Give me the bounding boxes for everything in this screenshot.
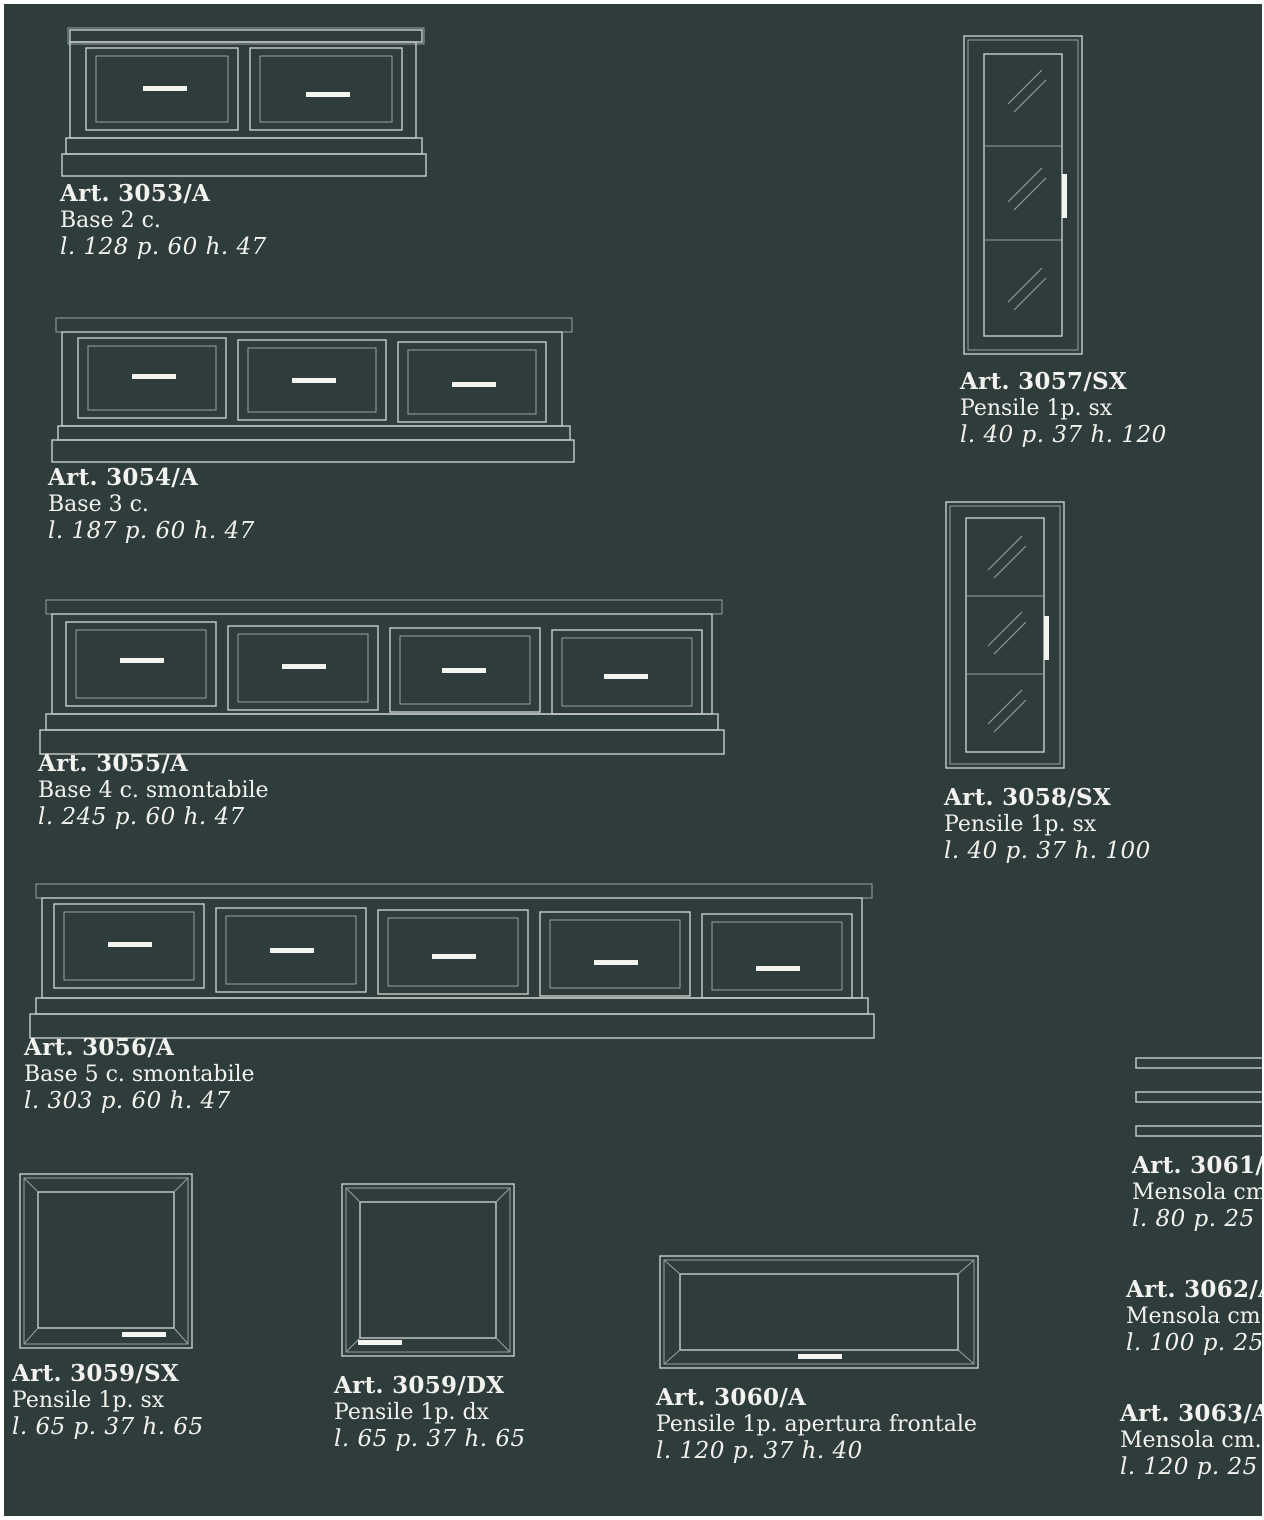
item-dims: l. 120 p. 25 xyxy=(1120,1453,1258,1480)
shelves-drawing xyxy=(1135,1057,1262,1137)
wall-cabinet-3057-drawing xyxy=(963,35,1083,355)
item-3060: Art. 3060/A Pensile 1p. apertura frontal… xyxy=(656,1384,977,1466)
catalog-page: Art. 3053/A Base 2 c. l. 128 p. 60 h. 47… xyxy=(4,4,1262,1516)
item-dims: l. 303 p. 60 h. 47 xyxy=(24,1087,231,1114)
base-2-drawers-drawing xyxy=(61,27,427,177)
item-3063: Art. 3063/A Mensola cm. l. 120 p. 25 xyxy=(1120,1400,1262,1482)
item-code: Art. 3060/A xyxy=(656,1384,807,1411)
item-dims: l. 65 p. 37 h. 65 xyxy=(12,1413,204,1440)
item-code: Art. 3057/SX xyxy=(960,368,1128,395)
item-code: Art. 3059/DX xyxy=(334,1372,505,1399)
wall-cabinet-3059-dx-drawing xyxy=(341,1183,515,1357)
item-dims: l. 128 p. 60 h. 47 xyxy=(60,233,267,260)
item-desc: Pensile 1p. dx xyxy=(334,1399,489,1425)
item-3053: Art. 3053/A Base 2 c. l. 128 p. 60 h. 47 xyxy=(60,180,267,262)
item-desc: Base 3 c. xyxy=(48,491,149,517)
item-code: Art. 3062/A xyxy=(1126,1276,1262,1303)
item-desc: Pensile 1p. sx xyxy=(12,1387,165,1413)
item-dims: l. 80 p. 25 xyxy=(1132,1205,1255,1232)
item-code: Art. 3061/A xyxy=(1132,1152,1262,1179)
wall-cabinet-3058-drawing xyxy=(945,501,1065,769)
item-3059-sx: Art. 3059/SX Pensile 1p. sx l. 65 p. 37 … xyxy=(12,1360,204,1442)
item-desc: Base 4 c. smontabile xyxy=(38,777,269,803)
item-code: Art. 3055/A xyxy=(38,750,189,777)
item-code: Art. 3053/A xyxy=(60,180,211,207)
item-3055: Art. 3055/A Base 4 c. smontabile l. 245 … xyxy=(38,750,269,832)
item-3057: Art. 3057/SX Pensile 1p. sx l. 40 p. 37 … xyxy=(960,368,1167,450)
item-dims: l. 40 p. 37 h. 120 xyxy=(960,421,1167,448)
item-desc: Mensola cm. xyxy=(1126,1303,1262,1329)
item-code: Art. 3059/SX xyxy=(12,1360,180,1387)
item-desc: Base 2 c. xyxy=(60,207,161,233)
wall-cabinet-3060-drawing xyxy=(659,1255,979,1369)
wall-cabinet-3059-sx-drawing xyxy=(19,1173,193,1349)
base-4-drawers-drawing xyxy=(39,599,725,755)
item-dims: l. 65 p. 37 h. 65 xyxy=(334,1425,526,1452)
item-code: Art. 3056/A xyxy=(24,1034,175,1061)
base-3-drawers-drawing xyxy=(51,317,575,463)
item-3056: Art. 3056/A Base 5 c. smontabile l. 303 … xyxy=(24,1034,255,1116)
item-desc: Pensile 1p. sx xyxy=(944,811,1097,837)
item-3059-dx: Art. 3059/DX Pensile 1p. dx l. 65 p. 37 … xyxy=(334,1372,526,1454)
item-desc: Mensola cm. xyxy=(1120,1427,1262,1453)
item-3062: Art. 3062/A Mensola cm. l. 100 p. 25 xyxy=(1126,1276,1262,1358)
item-code: Art. 3054/A xyxy=(48,464,199,491)
item-3058: Art. 3058/SX Pensile 1p. sx l. 40 p. 37 … xyxy=(944,784,1151,866)
item-3054: Art. 3054/A Base 3 c. l. 187 p. 60 h. 47 xyxy=(48,464,255,546)
item-desc: Pensile 1p. apertura frontale xyxy=(656,1411,977,1437)
item-3061: Art. 3061/A Mensola cm l. 80 p. 25 xyxy=(1132,1152,1262,1234)
item-dims: l. 100 p. 25 xyxy=(1126,1329,1262,1356)
item-dims: l. 245 p. 60 h. 47 xyxy=(38,803,245,830)
item-dims: l. 40 p. 37 h. 100 xyxy=(944,837,1151,864)
item-desc: Base 5 c. smontabile xyxy=(24,1061,255,1087)
item-desc: Mensola cm xyxy=(1132,1179,1262,1205)
item-code: Art. 3063/A xyxy=(1120,1400,1262,1427)
item-code: Art. 3058/SX xyxy=(944,784,1112,811)
item-desc: Pensile 1p. sx xyxy=(960,395,1113,421)
item-dims: l. 120 p. 37 h. 40 xyxy=(656,1437,863,1464)
base-5-drawers-drawing xyxy=(29,883,875,1039)
item-dims: l. 187 p. 60 h. 47 xyxy=(48,517,255,544)
